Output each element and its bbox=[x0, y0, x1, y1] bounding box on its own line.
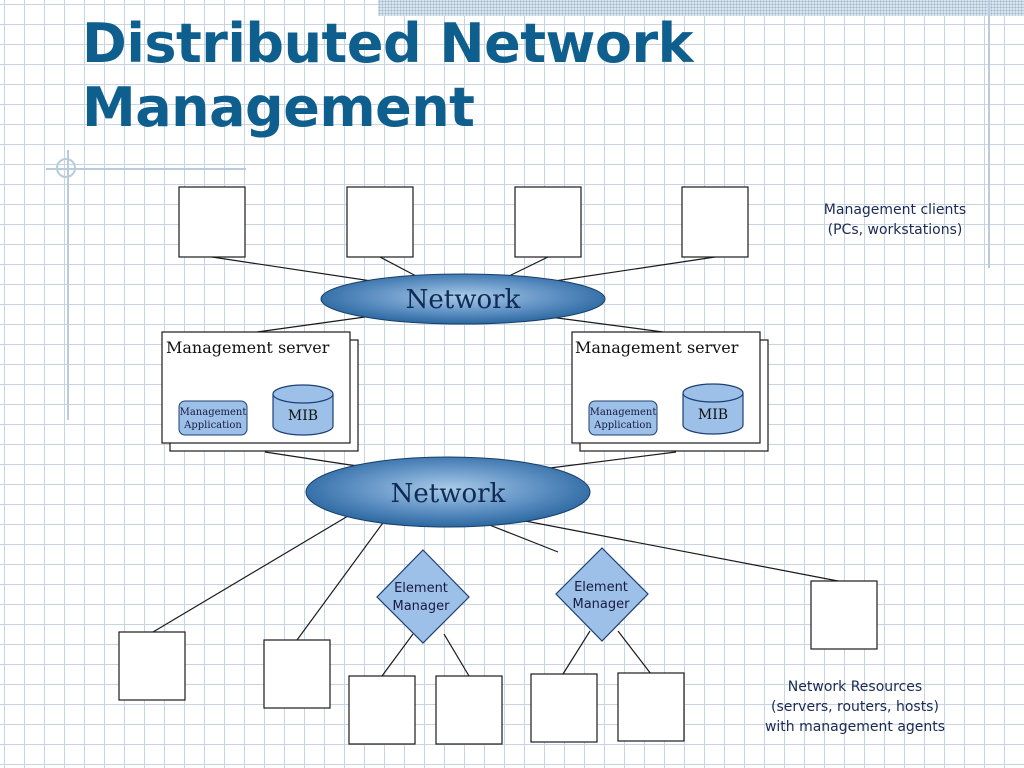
client-box bbox=[346, 186, 414, 258]
label-line: Management bbox=[590, 407, 657, 418]
label-line: Manager bbox=[393, 599, 451, 614]
network-bottom: Network bbox=[305, 456, 591, 528]
decorative-band bbox=[378, 0, 1024, 16]
resource-box bbox=[617, 672, 685, 742]
label-line: Application bbox=[183, 420, 242, 431]
network-top-label: Network bbox=[406, 285, 521, 315]
management-clients-caption: Management clients (PCs, workstations) bbox=[823, 202, 967, 238]
network-top: Network bbox=[320, 273, 606, 325]
client-box bbox=[514, 186, 582, 258]
network-resources-caption: Network Resources (servers, routers, hos… bbox=[764, 679, 946, 735]
network-bottom-label: Network bbox=[391, 479, 506, 509]
label-line: Element bbox=[574, 580, 628, 595]
label-line: Manager bbox=[573, 597, 631, 612]
page-title: Distributed Network Management bbox=[82, 12, 694, 139]
server-label: Management server bbox=[166, 338, 330, 357]
client-box bbox=[681, 186, 749, 258]
decorative-line bbox=[46, 168, 246, 170]
management-clients bbox=[178, 186, 749, 258]
network-resources bbox=[118, 580, 878, 745]
resource-box bbox=[263, 639, 331, 709]
mib-database: MIB bbox=[682, 383, 744, 435]
resource-box bbox=[530, 673, 598, 743]
label-line: Application bbox=[593, 420, 652, 431]
server-label: Management server bbox=[575, 338, 739, 357]
resource-box bbox=[810, 580, 878, 650]
label-line: Element bbox=[394, 581, 448, 596]
decorative-line bbox=[67, 150, 69, 420]
decorative-line bbox=[988, 0, 990, 268]
mib-label: MIB bbox=[698, 407, 728, 423]
connector-lines bbox=[152, 256, 839, 677]
resource-box bbox=[435, 675, 503, 745]
decorative-circle bbox=[56, 158, 76, 178]
label-line: Management bbox=[180, 407, 247, 418]
mib-database: MIB bbox=[272, 384, 334, 436]
resource-box bbox=[118, 631, 186, 701]
client-box bbox=[178, 186, 246, 258]
mib-label: MIB bbox=[288, 408, 318, 424]
resource-box bbox=[348, 675, 416, 745]
